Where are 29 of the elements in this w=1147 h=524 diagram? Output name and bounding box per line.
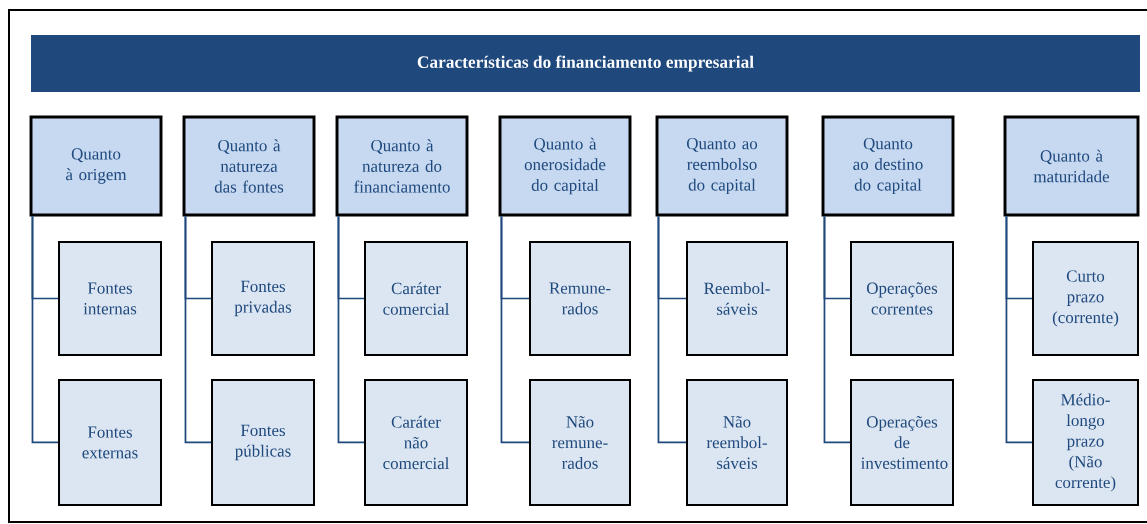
connector-line (500, 215, 530, 444)
category-box: Reembol- sáveis (686, 241, 788, 356)
category-box: Operações de investimento (850, 379, 954, 506)
category-box: Fontes externas (58, 379, 162, 506)
category-box: Fontes internas (58, 241, 162, 356)
header-box: Quanto à onerosidade do capital (498, 115, 632, 217)
header-box: Quanto à natureza do financiamento (335, 115, 469, 217)
connector-line (1005, 215, 1033, 444)
category-box: Operações correntes (850, 241, 954, 356)
connector-line (657, 215, 687, 444)
connector-line (31, 215, 59, 444)
title-banner: Características do financiamento empresarial (31, 35, 1140, 92)
category-box: Médio- longo prazo (Não corrente) (1032, 379, 1139, 506)
category-box: Fontes públicas (211, 379, 315, 506)
header-box: Quanto ao reembolso do capital (655, 115, 789, 217)
category-box: Fontes privadas (211, 241, 315, 356)
category-box: Curto prazo (corrente) (1032, 241, 1139, 356)
header-box: Quanto à origem (29, 115, 163, 217)
category-box: Remune- rados (529, 241, 631, 356)
header-box: Quanto ao destino do capital (821, 115, 955, 217)
category-box: Caráter comercial (364, 241, 468, 356)
category-box: Não reembol- sáveis (686, 379, 788, 506)
connector-line (184, 215, 212, 444)
category-box: Caráter não comercial (364, 379, 468, 506)
connector-line (823, 215, 851, 444)
header-box: Quanto à maturidade (1003, 115, 1140, 217)
connector-line (337, 215, 365, 444)
header-box: Quanto à natureza das fontes (182, 115, 316, 217)
category-box: Não remune- rados (529, 379, 631, 506)
